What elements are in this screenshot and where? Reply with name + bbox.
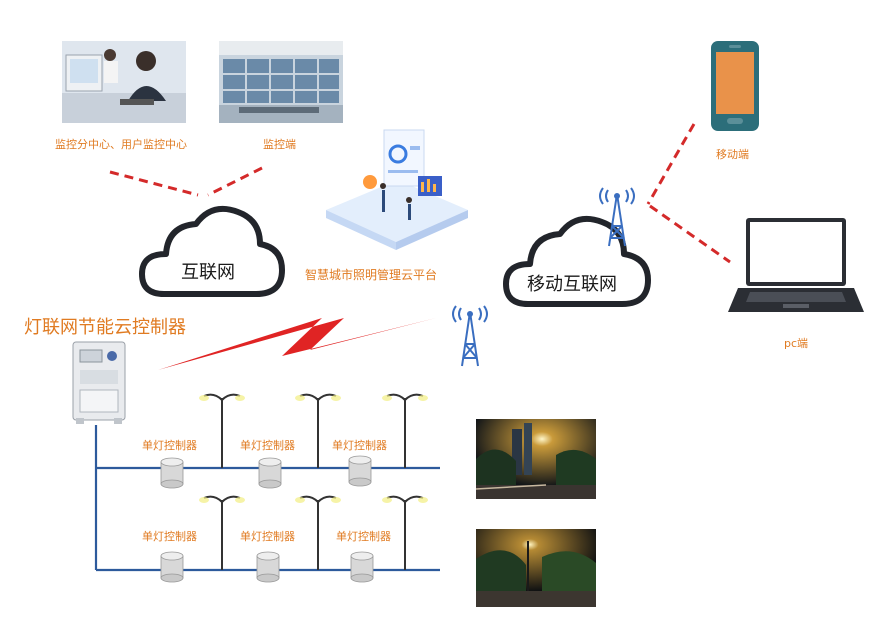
monitor-center-photo (62, 41, 186, 123)
signal-tower-icon-2 (452, 305, 488, 367)
phone-icon (711, 41, 759, 131)
single-controllers (160, 455, 374, 583)
wireless-signal-bolt (158, 318, 436, 370)
night-street-photo-1 (476, 419, 596, 499)
platform-label: 智慧城市照明管理云平台 (305, 268, 438, 282)
mobile-end-label: 移动端 (716, 148, 749, 161)
monitor-end-label: 监控端 (263, 138, 296, 151)
monitor-end-photo (219, 41, 343, 123)
internet-label: 互联网 (181, 262, 235, 283)
street-lamps-row-1 (203, 393, 424, 468)
link-monitor-internet (207, 166, 263, 197)
single-controller-label-4: 单灯控制器 (142, 530, 197, 543)
night-street-photo-2 (476, 529, 596, 607)
mobile-internet-label: 移动互联网 (527, 274, 617, 295)
monitor-center-label: 监控分中心、用户监控中心 (55, 138, 187, 151)
single-controller-label-3: 单灯控制器 (332, 439, 387, 452)
mobile-internet-cloud-icon (503, 216, 651, 307)
single-controller-label-1: 单灯控制器 (142, 439, 197, 452)
single-controller-label-5: 单灯控制器 (240, 530, 295, 543)
link-tower-pc (649, 204, 731, 264)
internet-cloud-icon (139, 206, 285, 297)
laptop-icon (728, 218, 864, 312)
link-office-internet (109, 170, 199, 197)
controller-title: 灯联网节能云控制器 (24, 317, 186, 338)
pc-end-label: pc端 (784, 337, 809, 350)
cloud-platform-illustration (326, 129, 468, 250)
cloud-controller-device (72, 341, 126, 424)
signal-tower-icon (599, 187, 635, 247)
lamp-glows (199, 395, 428, 503)
single-controller-label-2: 单灯控制器 (240, 439, 295, 452)
link-mobile-tower (646, 123, 696, 205)
single-controller-label-6: 单灯控制器 (336, 530, 391, 543)
